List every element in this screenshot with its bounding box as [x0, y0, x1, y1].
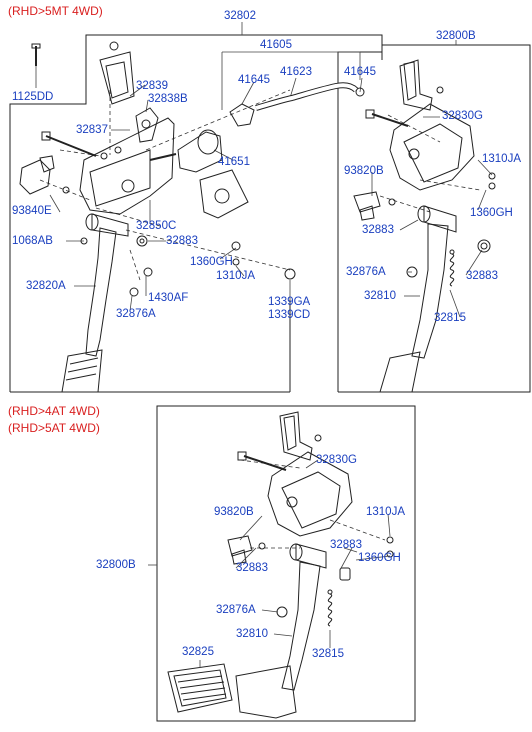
part-label-32825[interactable]: 32825 — [182, 646, 214, 658]
part-label-32883-bottom-b[interactable]: 32883 — [236, 562, 268, 574]
bottom-assembly — [167, 411, 394, 719]
part-label-41651[interactable]: 41651 — [218, 156, 250, 168]
part-label-32830G-bottom[interactable]: 32830G — [316, 454, 357, 466]
part-label-41645-a[interactable]: 41645 — [238, 74, 270, 86]
bottom-frame — [156, 405, 416, 722]
header-bottom-variant-2: (RHD>5AT 4WD) — [8, 421, 100, 435]
top-left-assembly — [19, 41, 365, 393]
part-label-93820B-bottom[interactable]: 93820B — [214, 506, 254, 518]
part-label-1360GH-top[interactable]: 1360GH — [470, 207, 513, 219]
part-label-32810-top[interactable]: 32810 — [364, 290, 396, 302]
main-frame — [9, 34, 383, 392]
part-label-1310JA-mid[interactable]: 1310JA — [216, 270, 256, 282]
header-bottom-variant-1: (RHD>4AT 4WD) — [8, 404, 100, 418]
part-label-32810-bottom[interactable]: 32810 — [236, 628, 268, 640]
part-label-1360GH-mid[interactable]: 1360GH — [190, 256, 233, 268]
part-label-93840E[interactable]: 93840E — [12, 205, 52, 217]
header-top-variant: (RHD>5MT 4WD) — [8, 4, 103, 18]
part-label-32876A[interactable]: 32876A — [116, 308, 156, 320]
part-label-32800B-bottom[interactable]: 32800B — [96, 559, 136, 571]
part-label-32815-top[interactable]: 32815 — [434, 312, 466, 324]
part-label-32876A-top-right[interactable]: 32876A — [346, 266, 386, 278]
part-label-32876A-bottom[interactable]: 32876A — [216, 604, 256, 616]
part-label-32850C[interactable]: 32850C — [136, 220, 177, 232]
part-label-1125DD[interactable]: 1125DD — [12, 91, 54, 103]
part-label-1360GH-bottom[interactable]: 1360GH — [358, 552, 401, 564]
part-label-1339GA[interactable]: 1339GA — [268, 296, 311, 308]
part-label-1310JA-top[interactable]: 1310JA — [482, 153, 522, 165]
part-label-32883-a[interactable]: 32883 — [166, 235, 198, 247]
part-label-41645-b[interactable]: 41645 — [344, 66, 376, 78]
part-label-32883-top-right-2[interactable]: 32883 — [466, 270, 498, 282]
part-label-1339CD[interactable]: 1339CD — [268, 309, 311, 321]
part-label-32838B[interactable]: 32838B — [148, 93, 188, 105]
part-label-1310JA-bottom[interactable]: 1310JA — [366, 506, 406, 518]
part-label-32800B-top[interactable]: 32800B — [436, 30, 476, 42]
part-label-32802[interactable]: 32802 — [224, 10, 256, 22]
top-right-assembly — [353, 59, 496, 393]
part-label-1430AF[interactable]: 1430AF — [148, 292, 189, 304]
part-label-93820B-top[interactable]: 93820B — [344, 165, 384, 177]
part-label-32839[interactable]: 32839 — [136, 80, 168, 92]
part-label-32883-top-right[interactable]: 32883 — [362, 224, 394, 236]
part-label-32820A[interactable]: 32820A — [26, 280, 66, 292]
part-label-32837[interactable]: 32837 — [76, 124, 108, 136]
part-label-32830G-top[interactable]: 32830G — [442, 110, 483, 122]
part-label-41623[interactable]: 41623 — [280, 66, 312, 78]
part-label-41605[interactable]: 41605 — [260, 39, 292, 51]
part-label-32815-bottom[interactable]: 32815 — [312, 648, 344, 660]
part-label-32883-bottom-a[interactable]: 32883 — [330, 539, 362, 551]
part-label-1068AB[interactable]: 1068AB — [12, 235, 53, 247]
